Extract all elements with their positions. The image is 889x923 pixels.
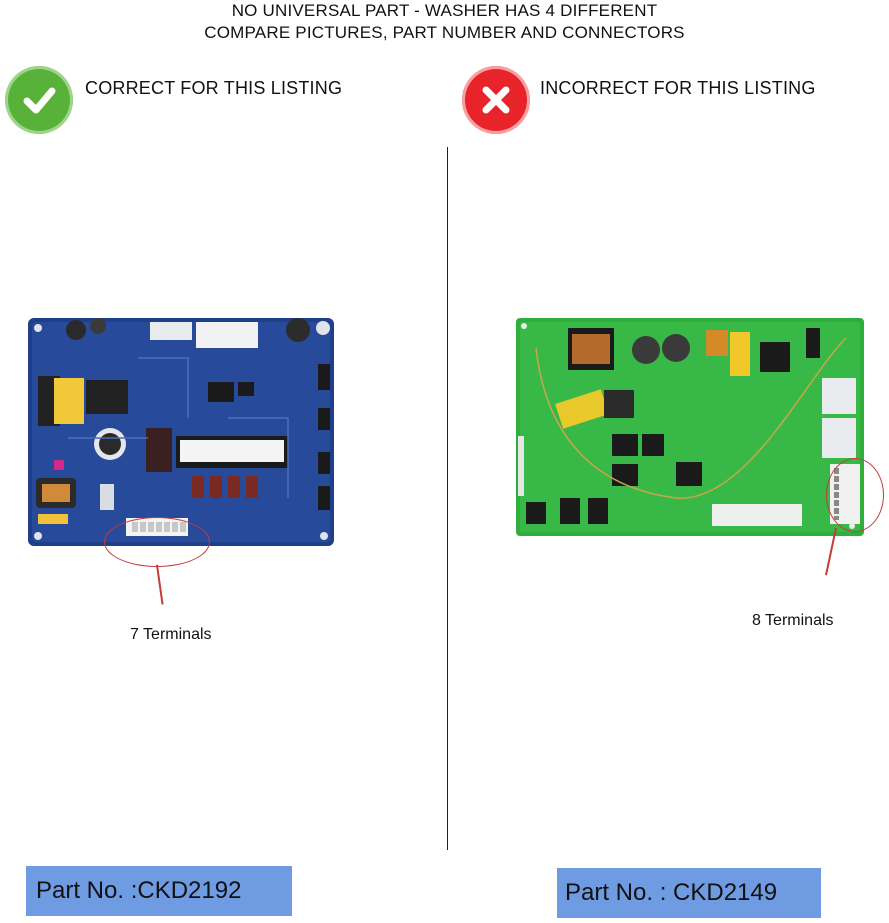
control-board-green-image [516, 318, 864, 536]
control-board-blue-image [28, 318, 334, 546]
right-terminals-caption: 8 Terminals [752, 612, 834, 629]
left-part-number: Part No. :CKD2192 [26, 866, 292, 916]
right-part-number: Part No. : CKD2149 [557, 868, 821, 918]
x-icon [462, 66, 530, 134]
heading-line-2: COMPARE PICTURES, PART NUMBER AND CONNEC… [204, 23, 685, 42]
right-connector-highlight [826, 458, 884, 532]
left-terminals-caption: 7 Terminals [130, 626, 212, 643]
left-part-number-text: Part No. :CKD2192 [36, 877, 242, 904]
column-divider [447, 147, 448, 850]
correct-status-label: CORRECT FOR THIS LISTING [85, 78, 343, 98]
heading-line-1: NO UNIVERSAL PART - WASHER HAS 4 DIFFERE… [231, 1, 658, 20]
right-part-number-text: Part No. : CKD2149 [565, 879, 778, 906]
page-heading: NO UNIVERSAL PART - WASHER HAS 4 DIFFERE… [0, 0, 889, 44]
incorrect-status-label: INCORRECT FOR THIS LISTING [540, 78, 816, 98]
left-connector-highlight [104, 517, 210, 567]
left-pointer-line [156, 564, 164, 605]
check-icon [5, 66, 73, 134]
